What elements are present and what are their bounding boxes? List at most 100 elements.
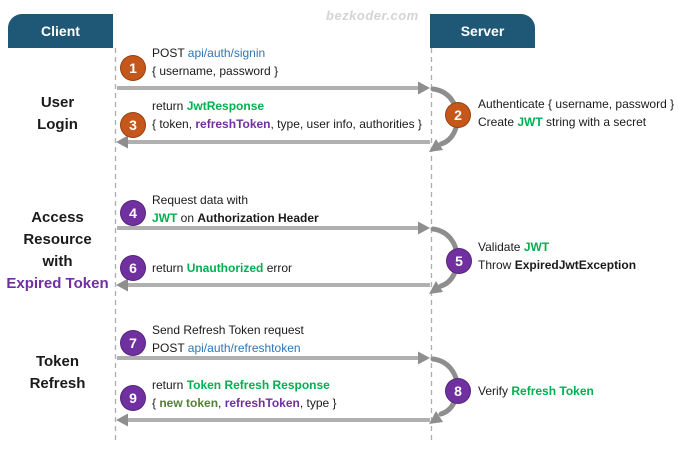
text-segment: Authenticate { username, password }	[478, 97, 675, 111]
message-arrow-6-head	[116, 278, 128, 292]
text-segment: POST	[152, 46, 188, 60]
watermark: bezkoder.com	[326, 8, 419, 23]
message-line: POST api/auth/signin	[152, 44, 278, 62]
client-header-label: Client	[41, 23, 80, 39]
message-line: Authenticate { username, password }	[478, 95, 674, 113]
section-label-line: User	[0, 92, 115, 114]
text-segment: return	[152, 261, 187, 275]
text-segment: JwtResponse	[186, 99, 265, 113]
message-line: { new token, refreshToken, type }	[152, 394, 337, 412]
message-line: Request data with	[152, 191, 319, 209]
text-segment: Refresh	[29, 375, 86, 392]
text-segment: , type }	[299, 396, 337, 410]
server-self-loop-5-head	[429, 281, 443, 294]
text-segment: refreshToken	[195, 117, 271, 131]
text-segment: Refresh Token	[511, 384, 594, 398]
text-segment: new token	[159, 396, 219, 410]
message-line: Validate JWT	[478, 238, 636, 256]
text-segment: Login	[37, 116, 78, 133]
text-segment: Validate	[478, 240, 524, 254]
section-label-token-refresh: Token Refresh	[0, 351, 115, 395]
message-arrow-1-head	[418, 81, 430, 95]
message-line: Send Refresh Token request	[152, 321, 304, 339]
text-segment: return	[152, 378, 187, 392]
server-header-label: Server	[460, 23, 505, 39]
text-segment: { token,	[152, 117, 196, 131]
message-arrow-3-head	[116, 135, 128, 149]
section-label-line: Expired Token	[0, 273, 115, 295]
message-line: return Token Refresh Response	[152, 376, 337, 394]
section-label-line: Refresh	[0, 373, 115, 395]
text-segment: ExpiredJwtException	[514, 258, 637, 272]
step-8-badge: 8	[445, 378, 471, 404]
text-segment: Authorization Header	[197, 211, 319, 225]
message-line: Create JWT string with a secret	[478, 113, 674, 131]
message-line: { token, refreshToken, type, user info, …	[152, 115, 422, 133]
message-line: return Unauthorized error	[152, 259, 292, 277]
text-segment: Throw	[478, 258, 515, 272]
step-7-text: Send Refresh Token request POST api/auth…	[152, 321, 304, 357]
text-segment: JWT	[152, 211, 178, 225]
step-1-badge: 1	[120, 55, 146, 81]
step-2-badge: 2	[445, 102, 471, 128]
step-5-badge: 5	[446, 248, 472, 274]
message-line: Throw ExpiredJwtException	[478, 256, 636, 274]
message-arrow-4-head	[418, 221, 430, 235]
section-label-line: Login	[0, 114, 115, 136]
text-segment: with	[42, 253, 73, 270]
step-6-text: return Unauthorized error	[152, 259, 292, 277]
text-segment: error	[263, 261, 293, 275]
message-line: JWT on Authorization Header	[152, 209, 319, 227]
client-header-box: Client	[8, 14, 113, 48]
message-arrow-7-head	[418, 351, 430, 365]
text-segment: { username, password }	[152, 64, 279, 78]
text-segment: JWT	[523, 240, 550, 254]
text-segment: api/auth/refreshtoken	[187, 341, 301, 355]
step-7-badge: 7	[120, 330, 146, 356]
text-segment: POST	[152, 341, 188, 355]
server-self-loop-2-head	[429, 139, 443, 152]
text-segment: Verify	[478, 384, 512, 398]
text-segment: Unauthorized	[186, 261, 264, 275]
server-self-loop-8-head	[429, 411, 443, 424]
text-segment: Expired Token	[6, 275, 109, 292]
message-line: { username, password }	[152, 62, 278, 80]
text-segment: , type, user info, authorities }	[270, 117, 422, 131]
step-4-text: Request data with JWT on Authorization H…	[152, 191, 319, 227]
text-segment: Create	[478, 115, 518, 129]
text-segment: string with a secret	[542, 115, 647, 129]
step-5-text: Validate JWT Throw ExpiredJwtException	[478, 238, 636, 274]
message-line: return JwtResponse	[152, 97, 422, 115]
text-segment: Send Refresh Token request	[152, 323, 304, 337]
text-segment: Token Refresh Response	[186, 378, 330, 392]
section-label-access-resource: Access Resource with Expired Token	[0, 207, 115, 295]
section-label-line: Access	[0, 207, 115, 229]
section-label-line: Token	[0, 351, 115, 373]
step-6-badge: 6	[120, 255, 146, 281]
text-segment: Request data with	[152, 193, 249, 207]
step-4-badge: 4	[120, 200, 146, 226]
message-line: Verify Refresh Token	[478, 382, 594, 400]
step-9-text: return Token Refresh Response { new toke…	[152, 376, 337, 412]
text-segment: refreshToken	[224, 396, 300, 410]
server-header-box: Server	[430, 14, 535, 48]
text-segment: {	[152, 396, 160, 410]
message-line: POST api/auth/refreshtoken	[152, 339, 304, 357]
text-segment: Token	[35, 353, 80, 370]
step-9-badge: 9	[120, 385, 146, 411]
message-arrow-9-head	[116, 413, 128, 427]
step-1-text: POST api/auth/signin { username, passwor…	[152, 44, 278, 80]
text-segment: api/auth/signin	[187, 46, 266, 60]
step-8-text: Verify Refresh Token	[478, 382, 594, 400]
text-segment: ,	[218, 396, 225, 410]
text-segment: return	[152, 99, 187, 113]
step-3-text: return JwtResponse { token, refreshToken…	[152, 97, 422, 133]
text-segment: on	[177, 211, 198, 225]
text-segment: User	[40, 94, 75, 111]
section-label-user-login: User Login	[0, 92, 115, 136]
text-segment: Resource	[23, 231, 92, 248]
step-3-badge: 3	[120, 112, 146, 138]
text-segment: Access	[31, 209, 84, 226]
